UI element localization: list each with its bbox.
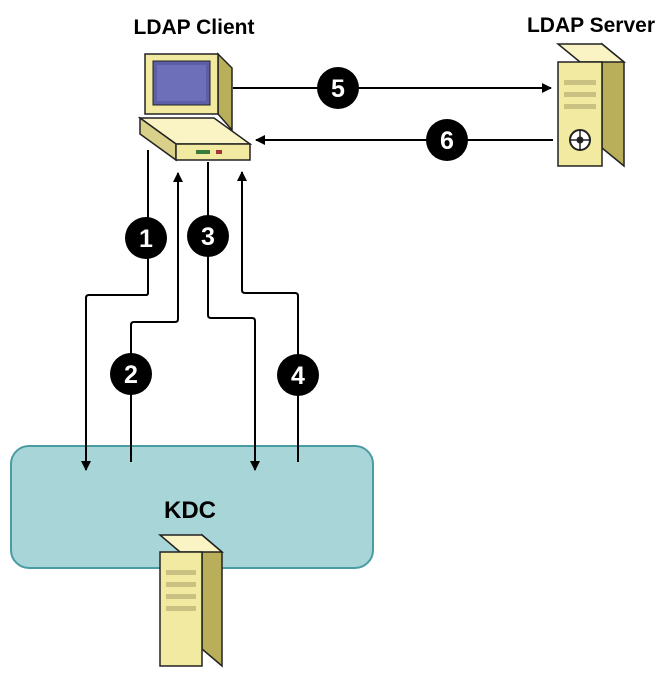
arrow-step-1 bbox=[81, 150, 149, 471]
kdc-server-icon bbox=[157, 533, 225, 668]
ldap-server-tower-icon bbox=[555, 42, 627, 168]
desktop-computer-icon bbox=[137, 52, 253, 162]
svg-text:5: 5 bbox=[331, 75, 345, 103]
step-badge-5: 5 bbox=[317, 67, 359, 109]
svg-text:6: 6 bbox=[440, 127, 454, 155]
client-label: LDAP Client bbox=[134, 16, 255, 39]
server-label: LDAP Server bbox=[527, 14, 655, 37]
svg-text:3: 3 bbox=[201, 223, 215, 251]
kdc-label: KDC bbox=[164, 497, 216, 524]
step-badge-3: 3 bbox=[187, 215, 229, 257]
step-badge-4: 4 bbox=[277, 354, 319, 396]
step-badge-2: 2 bbox=[110, 353, 152, 395]
arrow-step-2 bbox=[130, 172, 183, 462]
arrow-step-4 bbox=[237, 171, 299, 462]
svg-text:2: 2 bbox=[124, 361, 138, 389]
svg-text:4: 4 bbox=[291, 362, 305, 390]
step-badge-6: 6 bbox=[426, 119, 468, 161]
svg-text:1: 1 bbox=[139, 225, 153, 253]
arrow-step-3 bbox=[207, 162, 260, 471]
step-badge-1: 1 bbox=[125, 217, 167, 259]
